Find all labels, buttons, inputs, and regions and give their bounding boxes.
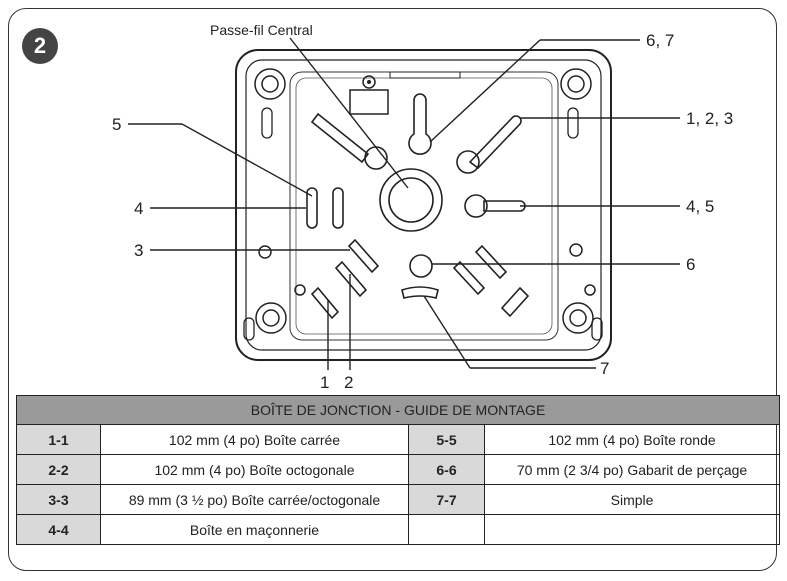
figure-frame <box>8 8 777 571</box>
callout-7: 7 <box>600 359 609 378</box>
mounting-guide-table: BOÎTE DE JONCTION - GUIDE DE MONTAGE 1-1… <box>15 395 781 545</box>
row-code: 5-5 <box>408 424 485 455</box>
arc-slots <box>310 238 530 320</box>
callout-4-5: 4, 5 <box>686 197 714 216</box>
callout-2: 2 <box>344 373 353 392</box>
row-description: Boîte en maçonnerie <box>100 514 409 545</box>
callout-5: 5 <box>112 115 121 134</box>
callout-1: 1 <box>320 373 329 392</box>
callout-center-grommet: Passe-fil Central <box>210 22 313 38</box>
table-header-row: BOÎTE DE JONCTION - GUIDE DE MONTAGE <box>15 395 781 425</box>
row-description: 102 mm (4 po) Boîte octogonale <box>100 454 409 485</box>
mounting-plate-inner <box>245 59 602 351</box>
row-code: 4-4 <box>16 514 101 545</box>
table-row: 3-3 89 mm (3 ½ po) Boîte carrée/octogona… <box>16 484 781 515</box>
step-number-badge: 2 <box>22 28 58 64</box>
callout-3: 3 <box>134 241 143 260</box>
row-code: 1-1 <box>16 424 101 455</box>
junction-box-diagram: Passe-fil Central 6, 7 1, 2, 3 4, 5 6 7 … <box>112 22 733 392</box>
leader-lines <box>128 37 680 370</box>
callout-6: 6 <box>686 255 695 274</box>
corner-screw-holes <box>254 68 596 334</box>
row-description: 102 mm (4 po) Boîte carrée <box>100 424 409 455</box>
mounting-plate-outline <box>235 49 612 361</box>
row-description <box>483 514 781 545</box>
callout-6-7: 6, 7 <box>646 31 674 50</box>
row-description: 89 mm (3 ½ po) Boîte carrée/octogonale <box>100 484 409 515</box>
row-description: 102 mm (4 po) Boîte ronde <box>483 424 781 455</box>
row-code <box>408 514 485 545</box>
row-code: 6-6 <box>408 454 485 485</box>
table-row: 1-1 102 mm (4 po) Boîte carrée 5-5 102 m… <box>16 424 781 455</box>
table-row: 2-2 102 mm (4 po) Boîte octogonale 6-6 7… <box>16 454 781 485</box>
row-description: 70 mm (2 3/4 po) Gabarit de perçage <box>483 454 781 485</box>
keyhole-slots <box>306 93 526 278</box>
top-clip <box>349 89 389 115</box>
row-code: 3-3 <box>16 484 101 515</box>
row-code: 2-2 <box>16 454 101 485</box>
callout-1-2-3: 1, 2, 3 <box>686 109 733 128</box>
table-row: 4-4 Boîte en maçonnerie <box>16 514 781 545</box>
row-code: 7-7 <box>408 484 485 515</box>
row-description: Simple <box>483 484 781 515</box>
callout-4: 4 <box>134 199 143 218</box>
central-grommet <box>379 168 443 232</box>
table-title: BOÎTE DE JONCTION - GUIDE DE MONTAGE <box>15 395 781 425</box>
